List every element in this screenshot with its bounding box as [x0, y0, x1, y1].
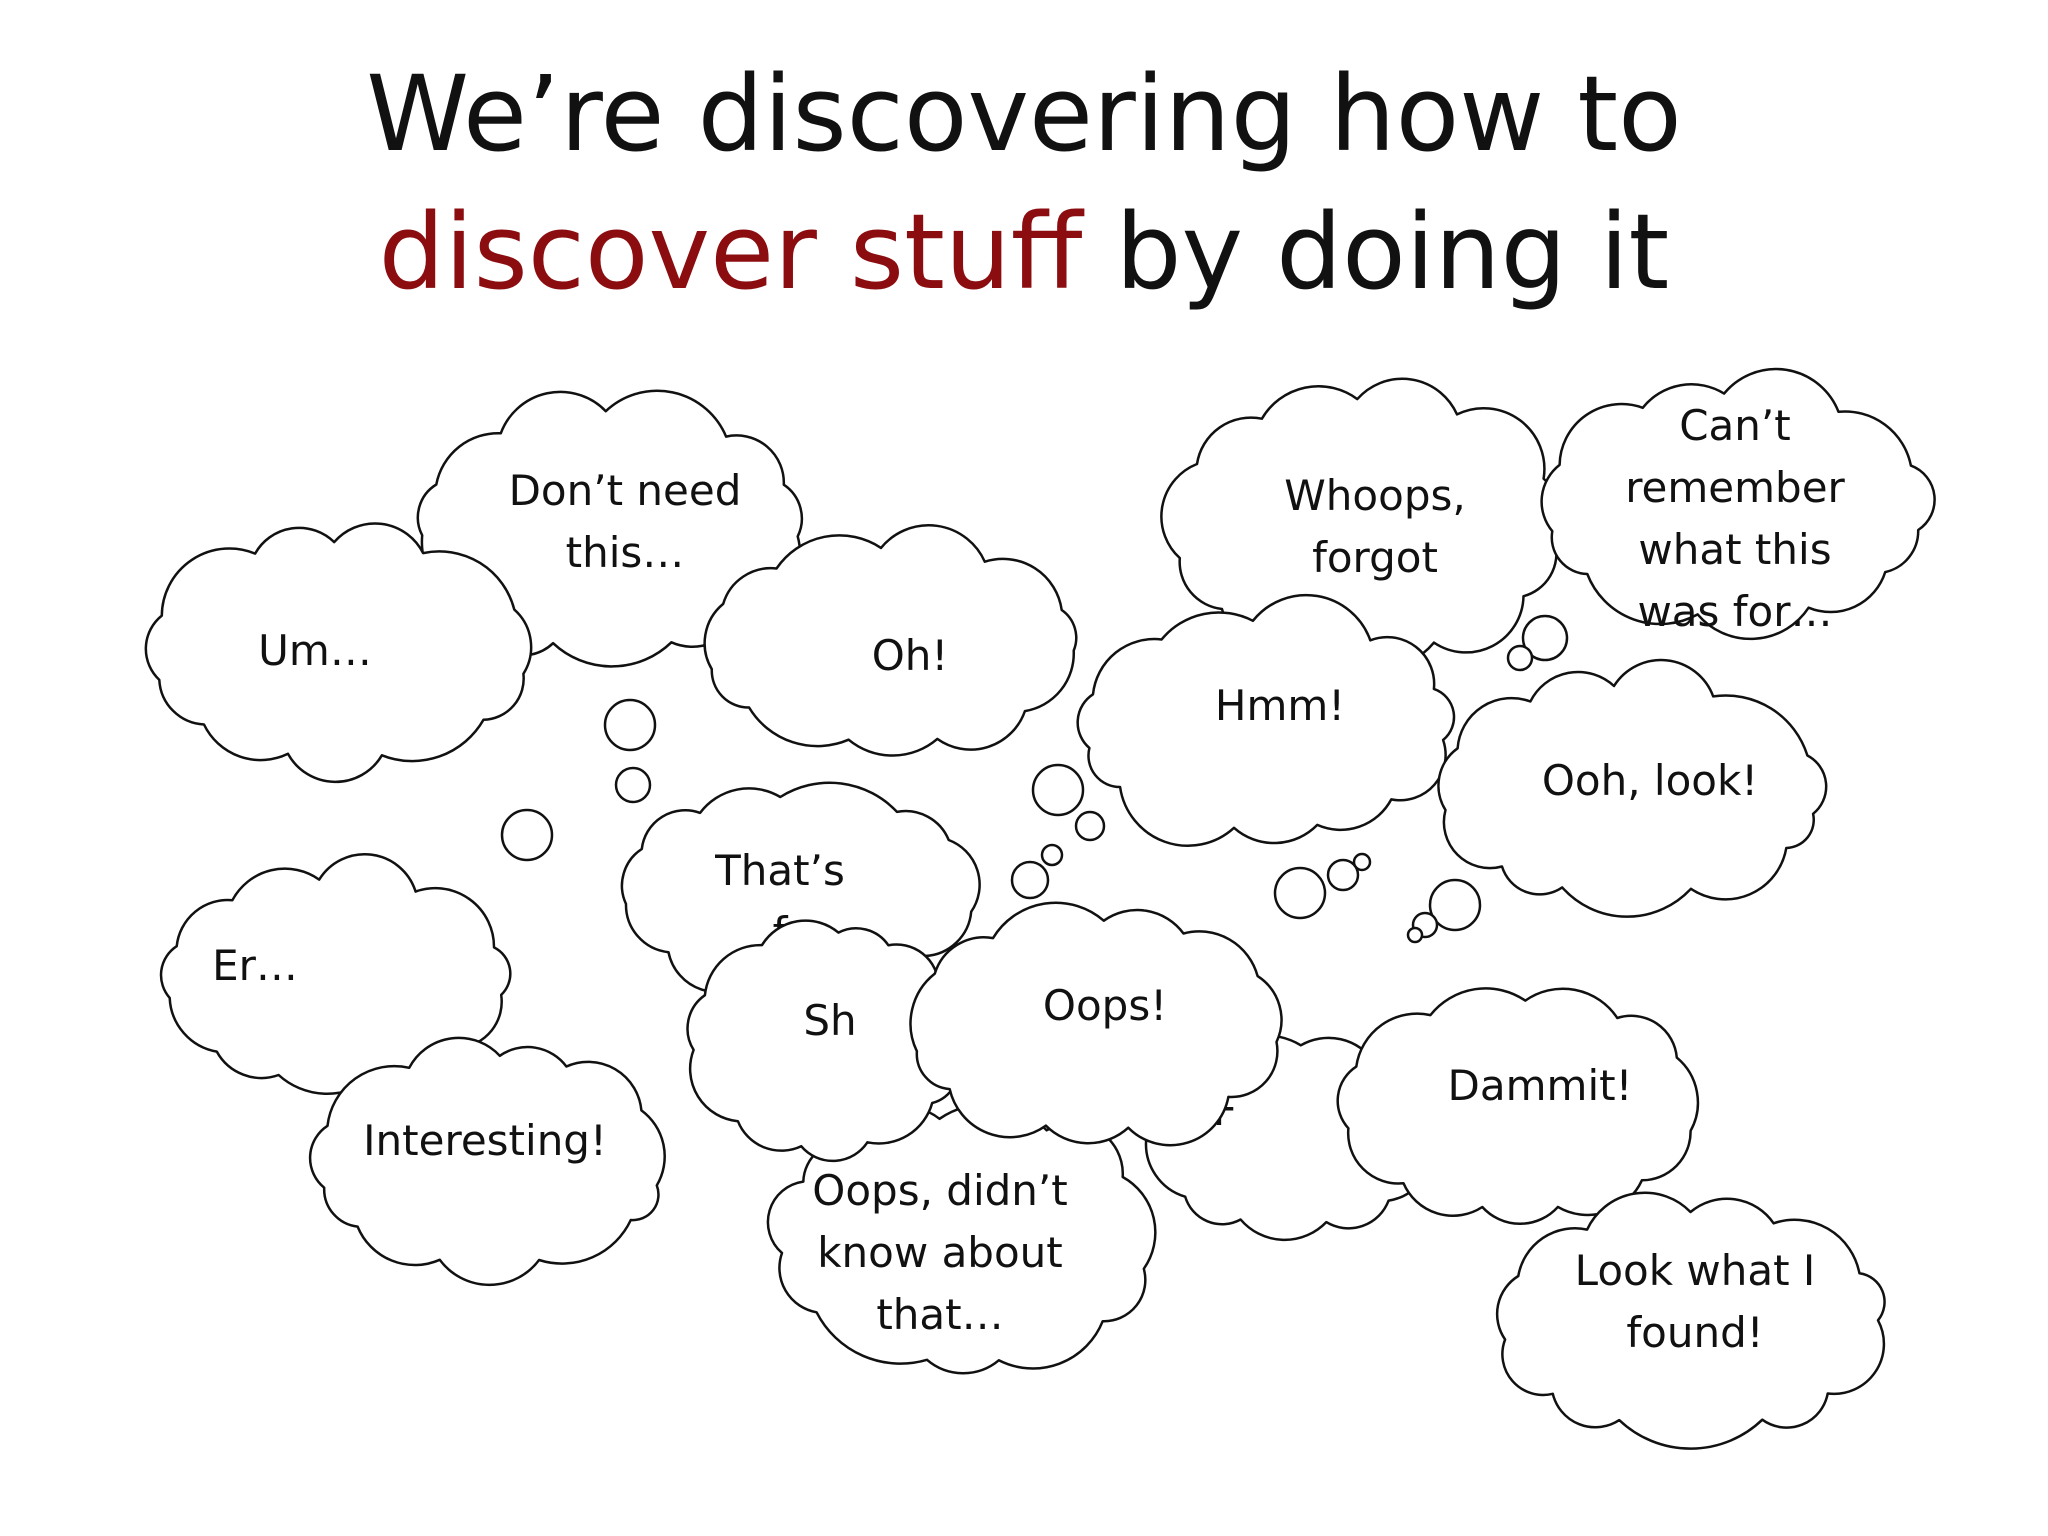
thought-dot	[603, 698, 657, 752]
thought-text: That’s f	[715, 846, 845, 957]
thought-dot	[1010, 860, 1050, 900]
title-text-1: We’re discovering how to	[366, 53, 1682, 175]
cloud-outline	[1540, 367, 1936, 641]
cloud-shape	[1160, 377, 1563, 673]
cloud-outline	[1495, 1191, 1886, 1450]
thought-dot	[1074, 810, 1106, 842]
cloud-outline	[1437, 658, 1828, 918]
cloud-shape	[1437, 658, 1828, 918]
thought-bubble-look-what-i-found: Look what I found!	[1455, 1170, 1925, 1470]
thought-dot	[1506, 644, 1534, 672]
cloud-outline	[1076, 593, 1456, 847]
thought-dot	[1326, 858, 1360, 892]
cloud-shape	[1076, 593, 1456, 847]
thought-text: Oh!	[871, 631, 949, 680]
thought-dot	[1352, 852, 1372, 872]
thought-dot	[614, 766, 652, 804]
thought-text: Whoops, forgot	[1284, 471, 1466, 582]
cloud-shape	[308, 1036, 666, 1287]
thought-text: Sh	[803, 996, 857, 1045]
thought-bubble-dammit: Dammit!	[1300, 960, 1740, 1250]
cloud-outline	[1336, 987, 1700, 1225]
thought-text: Oops, didn’t know about that…	[812, 1166, 1068, 1339]
thought-text: Interesting!	[363, 1116, 607, 1165]
cloud-shape	[909, 901, 1283, 1147]
thought-text: Um…	[258, 626, 372, 675]
thought-text: Hmm!	[1214, 681, 1346, 730]
title-text-2: by doing it	[1082, 191, 1670, 313]
thought-text: Can’t remember what this was for…	[1625, 401, 1845, 636]
thought-bubble-oh: Oh!	[660, 510, 1120, 780]
cloud-outline	[1160, 377, 1563, 673]
cloud-outline	[144, 522, 533, 784]
thought-dot	[1521, 614, 1569, 662]
thought-text: Look what I found!	[1574, 1246, 1816, 1357]
thought-text: Dammit!	[1447, 1061, 1633, 1110]
thought-dot	[1040, 843, 1064, 867]
cloud-shape	[144, 522, 533, 784]
thought-text: Ooh, look!	[1541, 756, 1759, 805]
thought-bubble-ooh-look: Ooh, look!	[1395, 645, 1865, 935]
thought-text: Oops!	[1042, 981, 1168, 1030]
cloud-outline	[909, 901, 1283, 1147]
cloud-outline	[308, 1036, 666, 1287]
thought-bubble-oops-didnt-know: Oops, didn’t know about that…	[735, 1070, 1195, 1410]
thought-dot	[1273, 866, 1327, 920]
cloud-outline	[703, 524, 1078, 757]
thought-text: Er…	[212, 941, 298, 990]
thought-bubble-interesting: Interesting!	[275, 1015, 705, 1305]
thought-dot	[1428, 878, 1482, 932]
thought-dot	[1031, 763, 1085, 817]
cloud-shape	[703, 524, 1078, 757]
cloud-outline	[416, 389, 804, 668]
title-accent-text: discover stuff	[378, 191, 1083, 313]
thought-bubble-sh: Sh	[660, 890, 990, 1190]
thought-text: Don’t need this…	[508, 466, 742, 577]
cloud-shape	[1336, 987, 1700, 1225]
cloud-shape	[1540, 367, 1936, 641]
thought-bubble-hmm: Hmm!	[1040, 580, 1490, 870]
cloud-shape	[686, 919, 966, 1163]
title-line-1: We’re discovering how to	[0, 62, 2048, 166]
thought-bubble-cant-remember: Can’t remember what this was for…	[1500, 350, 1970, 660]
cloud-shape	[416, 389, 804, 668]
thought-dot	[1406, 926, 1424, 944]
thought-bubble-oops: Oops!	[865, 880, 1325, 1170]
title-line-2: discover stuff by doing it	[0, 200, 2048, 304]
cloud-outline	[686, 919, 966, 1163]
thought-bubble-whoops-forgot: Whoops, forgot	[1125, 350, 1605, 700]
thought-bubble-dont-need-this: Don’t need this…	[375, 365, 845, 695]
cloud-shape	[1495, 1191, 1886, 1450]
thought-bubble-um: Um…	[105, 500, 575, 800]
thought-dot	[500, 808, 554, 862]
